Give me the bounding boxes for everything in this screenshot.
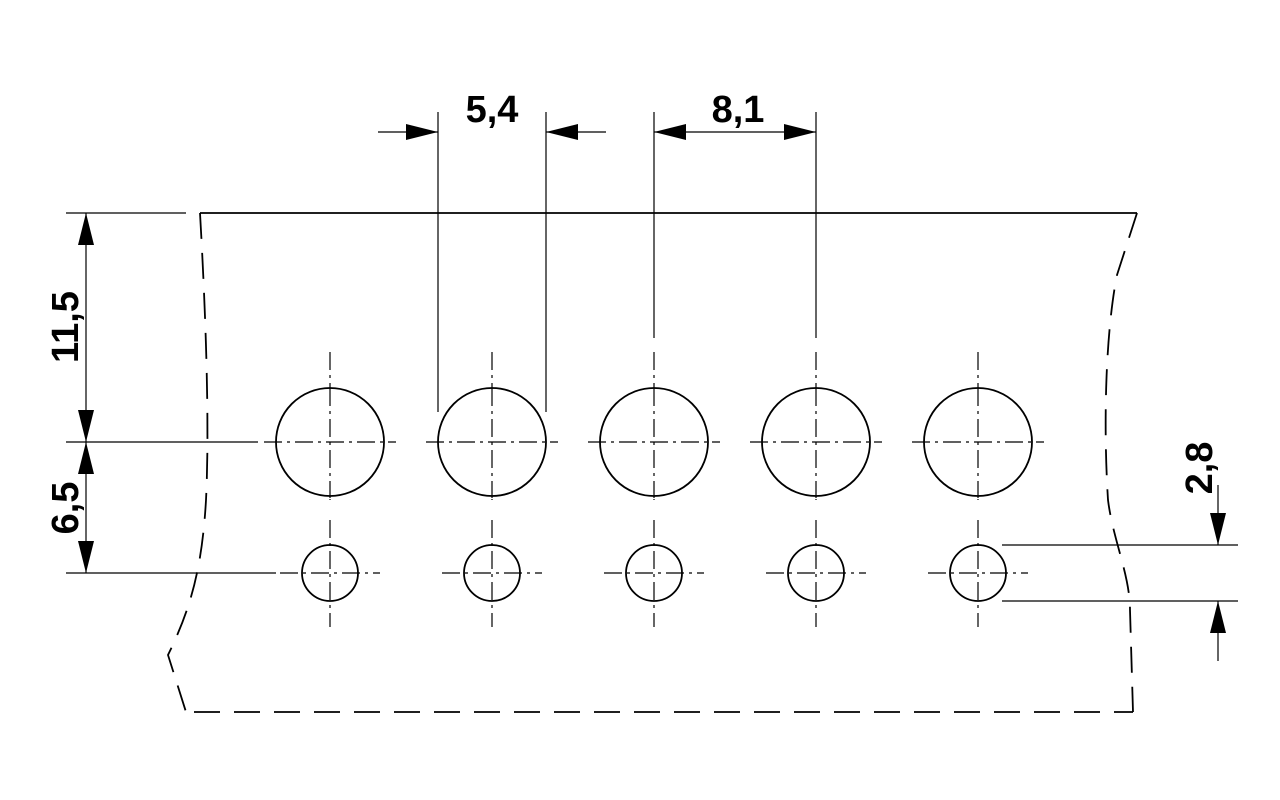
- board-right-break-edge: [1104, 212, 1138, 713]
- height-top-arrow-up: [78, 213, 94, 245]
- small-hole-dimension: 2,8: [1179, 442, 1226, 661]
- height-bottom-arrow-up: [78, 442, 94, 474]
- board-left-break-edge: [167, 212, 209, 713]
- offset-arrow-right: [784, 124, 816, 140]
- height-bottom-arrow-down: [78, 541, 94, 573]
- pitch-dimension: 5,4: [378, 89, 606, 140]
- board-outline: [167, 212, 1138, 713]
- pitch-dimension-label: 5,4: [466, 89, 519, 131]
- height-bottom-dimension-label: 6,5: [45, 482, 87, 535]
- offset-arrow-left: [654, 124, 686, 140]
- height-bottom-dimension: 6,5: [45, 442, 94, 573]
- extension-lines: [66, 112, 1238, 602]
- offset-dimension: 8,1: [654, 89, 816, 140]
- height-top-dimension: 11,5: [45, 213, 94, 442]
- small-hole-dimension-label: 2,8: [1179, 442, 1221, 495]
- pitch-arrow-left: [406, 124, 438, 140]
- small-hole-arrow-up: [1210, 601, 1226, 633]
- pitch-arrow-right: [546, 124, 578, 140]
- height-top-dimension-label: 11,5: [45, 291, 87, 363]
- small-hole-arrow-down: [1210, 513, 1226, 545]
- offset-dimension-label: 8,1: [712, 89, 765, 131]
- hole-pattern: [264, 352, 1044, 627]
- height-top-arrow-down: [78, 410, 94, 442]
